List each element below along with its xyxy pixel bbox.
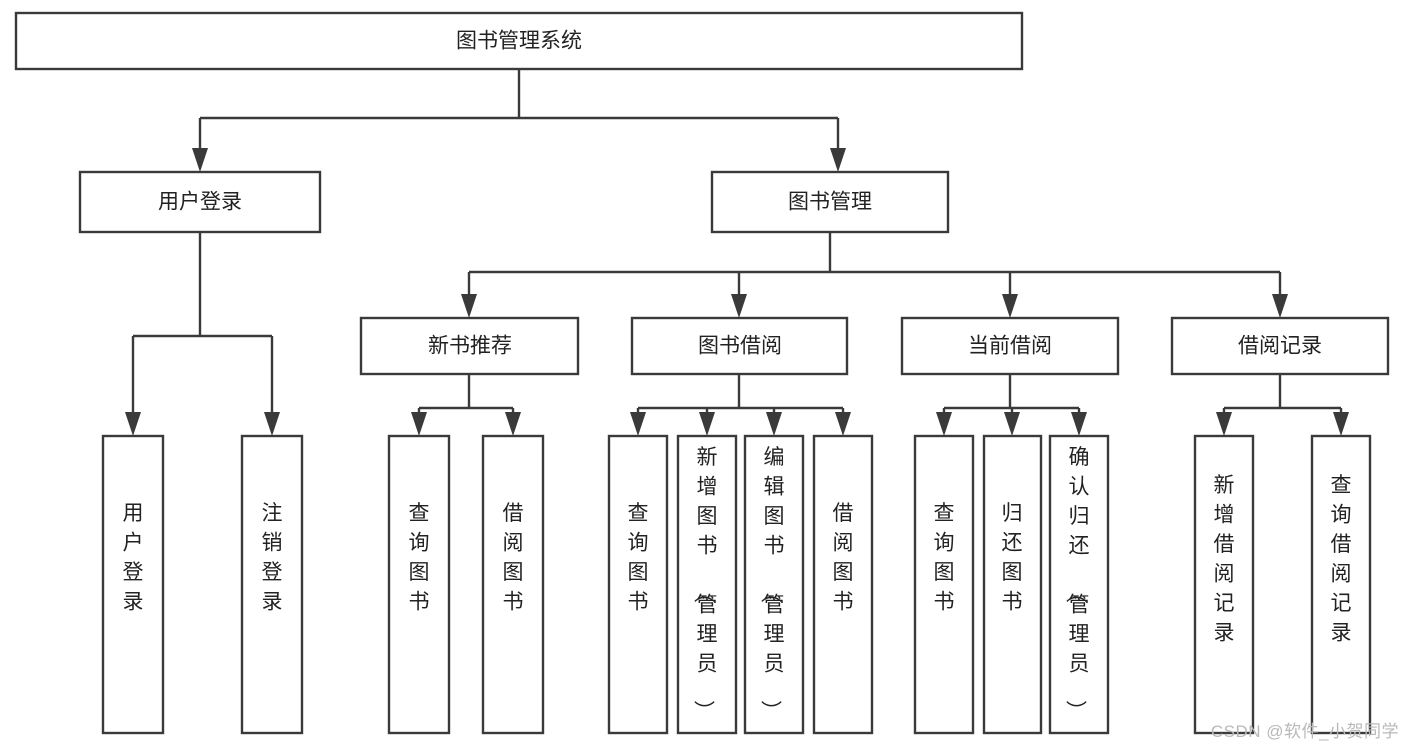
node-root-label: 图书管理系统 — [456, 30, 582, 53]
node-book-management-box[interactable] — [710, 170, 950, 234]
leaf-node[interactable]: 查询图书 — [607, 434, 669, 735]
leaf-label-query-book-2: 查询图书 — [628, 502, 649, 614]
node-user-login-box[interactable] — [78, 170, 322, 234]
leaf-node[interactable]: 借阅图书 — [481, 434, 545, 735]
node-current-borrow[interactable]: 当前借阅 — [900, 316, 1120, 376]
leaf-label-query-book-3: 查询图书 — [934, 502, 955, 614]
node-user-login-label: 用户登录 — [158, 191, 242, 214]
leaf-box-user-login[interactable] — [101, 434, 165, 735]
leaf-label-query-borrow-record: 查询借阅记录 — [1331, 474, 1352, 645]
leaf-box-logout[interactable] — [240, 434, 304, 735]
leaf-label-logout: 注销登录 — [262, 502, 283, 614]
connector-group-current-borrow — [936, 374, 1087, 436]
node-new-book-recommend-label: 新书推荐 — [428, 335, 512, 358]
arrow-head-current-l3 — [1071, 412, 1087, 436]
node-borrow-record[interactable]: 借阅记录 — [1170, 316, 1390, 376]
node-book-borrow-label: 图书借阅 — [698, 335, 782, 358]
connector-group-borrow-record — [1216, 374, 1349, 436]
leaf-label-query-book-1: 查询图书 — [409, 502, 430, 614]
leaf-label-return-book: 归还图书 — [1002, 502, 1023, 614]
node-new-book-recommend[interactable]: 新书推荐 — [359, 316, 580, 376]
leaf-label-borrow-book-1: 借阅图书 — [503, 502, 524, 614]
leaf-label-user-login: 用户登录 — [123, 502, 144, 614]
leaf-box-confirm-return-admin[interactable] — [1048, 434, 1110, 735]
node-borrow-record-label: 借阅记录 — [1238, 335, 1322, 358]
leaf-box-add-book-admin[interactable] — [676, 434, 738, 735]
leaf-box-edit-book-admin[interactable] — [743, 434, 805, 735]
leaf-box-query-borrow-record[interactable] — [1310, 434, 1372, 735]
arrow-head-book-c2 — [731, 294, 747, 318]
leaf-node[interactable]: 查询图书 — [913, 434, 975, 735]
arrow-head-borrow-l2 — [699, 412, 715, 436]
leaf-box-borrow-book-1[interactable] — [481, 434, 545, 735]
node-user-login[interactable]: 用户登录 — [78, 170, 322, 234]
arrow-head-newbook-l2 — [505, 412, 521, 436]
node-book-management[interactable]: 图书管理 — [710, 170, 950, 234]
arrow-head-root-to-user — [192, 148, 208, 172]
leaf-node[interactable]: 用户登录 — [101, 434, 165, 735]
leaf-node[interactable]: 借阅图书 — [812, 434, 874, 735]
arrow-head-book-c3 — [1002, 294, 1018, 318]
leaf-label-add-borrow-record: 新增借阅记录 — [1214, 474, 1235, 645]
leaf-node[interactable]: 归还图书 — [982, 434, 1043, 735]
leaf-node[interactable]: 确认归还（管理员） — [1048, 434, 1110, 735]
leaf-label-confirm-return-admin: 确认归还（管理员） — [1064, 446, 1090, 721]
connector-group-book-borrow — [630, 374, 851, 436]
node-current-borrow-box[interactable] — [900, 316, 1120, 376]
arrow-head-current-l1 — [936, 412, 952, 436]
node-book-management-label: 图书管理 — [788, 191, 872, 214]
leaf-node[interactable]: 新增借阅记录 — [1193, 434, 1255, 735]
arrow-head-user-leaf2 — [264, 412, 280, 436]
leaf-box-return-book[interactable] — [982, 434, 1043, 735]
node-book-borrow[interactable]: 图书借阅 — [630, 316, 849, 376]
arrow-head-book-c1 — [461, 294, 477, 318]
leaf-box-borrow-book-2[interactable] — [812, 434, 874, 735]
arrow-head-user-leaf1 — [125, 412, 141, 436]
arrow-head-record-l2 — [1333, 412, 1349, 436]
leaf-node[interactable]: 编辑图书（管理员） — [743, 434, 805, 735]
arrow-head-borrow-l4 — [835, 412, 851, 436]
leaf-node[interactable]: 查询图书 — [387, 434, 451, 735]
leaf-label-borrow-book-2: 借阅图书 — [833, 502, 854, 614]
node-book-borrow-box[interactable] — [630, 316, 849, 376]
leaf-node[interactable]: 查询借阅记录 — [1310, 434, 1372, 735]
leaf-node[interactable]: 新增图书（管理员） — [676, 434, 738, 735]
arrow-head-current-l2 — [1004, 412, 1020, 436]
node-root-box[interactable] — [14, 11, 1024, 71]
connector-group-new-book — [411, 374, 521, 436]
leaf-box-query-book-3[interactable] — [913, 434, 975, 735]
node-current-borrow-label: 当前借阅 — [968, 335, 1052, 358]
leaf-node[interactable]: 注销登录 — [240, 434, 304, 735]
arrow-head-root-to-book — [830, 148, 846, 172]
arrow-head-borrow-l1 — [630, 412, 646, 436]
arrow-head-newbook-l1 — [411, 412, 427, 436]
node-borrow-record-box[interactable] — [1170, 316, 1390, 376]
leaf-box-query-book-1[interactable] — [387, 434, 451, 735]
leaf-label-add-book-admin: 新增图书（管理员） — [692, 446, 718, 721]
connector-group-book-mgmt — [461, 232, 1288, 318]
arrow-head-book-c4 — [1272, 294, 1288, 318]
connector-group-user-login — [125, 232, 280, 436]
leaf-box-add-borrow-record[interactable] — [1193, 434, 1255, 735]
node-new-book-recommend-box[interactable] — [359, 316, 580, 376]
arrow-head-record-l1 — [1216, 412, 1232, 436]
leaf-box-query-book-2[interactable] — [607, 434, 669, 735]
arrow-head-borrow-l3 — [766, 412, 782, 436]
leaf-label-edit-book-admin: 编辑图书（管理员） — [759, 446, 785, 721]
connector-group-root — [192, 69, 846, 172]
node-root[interactable]: 图书管理系统 — [14, 11, 1024, 71]
